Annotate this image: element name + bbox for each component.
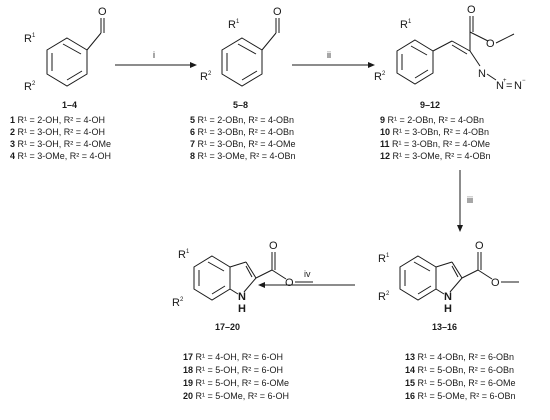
pyrrole-ring <box>229 261 247 268</box>
r2-superscript: 2 <box>208 71 212 77</box>
reaction-arrow-iii: iii <box>457 170 473 232</box>
compound-list-13-16: 13 R¹ = 4-OBn, R² = 6-OBn 14 R¹ = 5-OBn,… <box>405 352 516 401</box>
aldehyde-structure-5-8: O R 1 R 2 <box>200 6 282 87</box>
reaction-arrow-i: i <box>115 50 197 68</box>
carbonyl-oxygen: O <box>269 240 278 252</box>
step-label-iv: iv <box>304 269 311 279</box>
step-label-i: i <box>153 50 155 60</box>
r2-substituent: R <box>374 71 382 83</box>
r2-superscript: 2 <box>386 291 390 297</box>
azide-nitrogen-1: N <box>478 68 486 80</box>
indole-ester-structure-13-16: N H O O R 1 R 2 <box>378 240 519 315</box>
r2-substituent: R <box>378 291 386 303</box>
compound-list-1-4: 1 R¹ = 2-OH, R² = 4-OH 2 R¹ = 3-OH, R² =… <box>10 115 111 161</box>
oxygen-atom: O <box>98 6 107 18</box>
r1-substituent: R <box>378 253 386 265</box>
ester-oxygen: O <box>491 277 500 289</box>
reaction-arrow-ii: ii <box>292 50 375 68</box>
compound-ids-9-12: 9–12 <box>420 100 440 110</box>
carbonyl-oxygen: O <box>475 240 484 252</box>
compound-entry: 20 R¹ = 5-OMe, R² = 6-OH <box>183 391 289 401</box>
compound-entry: 6 R¹ = 3-OBn, R² = 4-OBn <box>190 127 294 137</box>
indole-hydrogen: H <box>444 303 452 315</box>
indole-ester-structure-17-20: N H O O R 1 R 2 <box>172 240 313 315</box>
compound-entry: 2 R¹ = 3-OH, R² = 4-OH <box>10 127 105 137</box>
step-label-iii: iii <box>467 195 473 205</box>
aldehyde-structure-1-4: O R 1 R 2 <box>24 6 107 93</box>
carbonyl-oxygen: O <box>467 4 476 16</box>
r1-superscript: 1 <box>386 253 390 259</box>
compound-entry: 5 R¹ = 2-OBn, R² = 4-OBn <box>190 115 294 125</box>
compound-entry: 8 R¹ = 3-OMe, R² = 4-OBn <box>190 151 296 161</box>
azide-minus-charge: − <box>522 78 526 84</box>
compound-entry: 1 R¹ = 2-OH, R² = 4-OH <box>10 115 105 125</box>
r2-substituent: R <box>200 71 208 83</box>
pyrrole-ring <box>435 261 453 268</box>
azide-nitrogen-2: N <box>496 80 504 92</box>
r2-substituent: R <box>24 81 32 93</box>
benzene-ring <box>46 37 88 87</box>
ester-oxygen: O <box>486 38 495 50</box>
compound-entry: 11 R¹ = 3-OBn, R² = 4-OMe <box>380 139 490 149</box>
compound-entry: 3 R¹ = 3-OH, R² = 4-OMe <box>10 139 111 149</box>
r2-superscript: 2 <box>180 297 184 303</box>
compound-entry: 17 R¹ = 4-OH, R² = 6-OH <box>183 352 283 362</box>
reaction-arrow-iv: iv <box>258 269 355 288</box>
r1-substituent: R <box>178 249 186 261</box>
step-label-ii: ii <box>327 50 331 60</box>
indole-hydrogen: H <box>238 303 246 315</box>
compound-entry: 9 R¹ = 2-OBn, R² = 4-OBn <box>380 115 484 125</box>
compound-entry: 12 R¹ = 3-OMe, R² = 4-OBn <box>380 151 491 161</box>
compound-ids-13-16: 13–16 <box>432 322 457 332</box>
compound-entry: 14 R¹ = 5-OBn, R² = 6-OBn <box>405 365 514 375</box>
compound-entry: 4 R¹ = 3-OMe, R² = 4-OH <box>10 151 111 161</box>
r1-superscript: 1 <box>32 33 36 39</box>
r1-substituent: R <box>24 33 32 45</box>
compound-entry: 10 R¹ = 3-OBn, R² = 4-OBn <box>380 127 489 137</box>
compound-ids-17-20: 17–20 <box>215 322 240 332</box>
compound-entry: 18 R¹ = 5-OH, R² = 6-OH <box>183 365 283 375</box>
benzene-ring <box>221 37 263 87</box>
r2-superscript: 2 <box>32 81 36 87</box>
compound-entry: 7 R¹ = 3-OBn, R² = 4-OMe <box>190 139 296 149</box>
r2-substituent: R <box>172 297 180 309</box>
azido-acrylate-structure-9-12: O O N N + = N − R 1 R 2 <box>374 4 526 92</box>
r1-substituent: R <box>228 19 236 31</box>
compound-ids-5-8: 5–8 <box>233 100 248 110</box>
compound-list-17-20: 17 R¹ = 4-OH, R² = 6-OH 18 R¹ = 5-OH, R²… <box>183 352 289 401</box>
ester-oxygen: O <box>285 277 294 289</box>
compound-entry: 16 R¹ = 5-OMe, R² = 6-OBn <box>405 391 516 401</box>
r1-superscript: 1 <box>408 19 412 25</box>
oxygen-atom: O <box>273 6 282 18</box>
compound-list-9-12: 9 R¹ = 2-OBn, R² = 4-OBn 10 R¹ = 3-OBn, … <box>380 115 491 161</box>
azide-double-bond: = <box>506 80 512 92</box>
compound-entry: 15 R¹ = 5-OBn, R² = 6-OMe <box>405 378 516 388</box>
r1-superscript: 1 <box>186 249 190 255</box>
r1-superscript: 1 <box>236 19 240 25</box>
compound-ids-1-4: 1–4 <box>62 100 77 110</box>
indole-nitrogen: N <box>444 291 452 303</box>
indole-nitrogen: N <box>238 291 246 303</box>
azide-nitrogen-3: N <box>514 80 522 92</box>
r2-superscript: 2 <box>382 71 386 77</box>
r1-substituent: R <box>400 19 408 31</box>
compound-list-5-8: 5 R¹ = 2-OBn, R² = 4-OBn 6 R¹ = 3-OBn, R… <box>190 115 296 161</box>
compound-entry: 19 R¹ = 5-OH, R² = 6-OMe <box>183 378 289 388</box>
azide-plus-charge: + <box>503 78 507 84</box>
compound-entry: 13 R¹ = 4-OBn, R² = 6-OBn <box>405 352 514 362</box>
